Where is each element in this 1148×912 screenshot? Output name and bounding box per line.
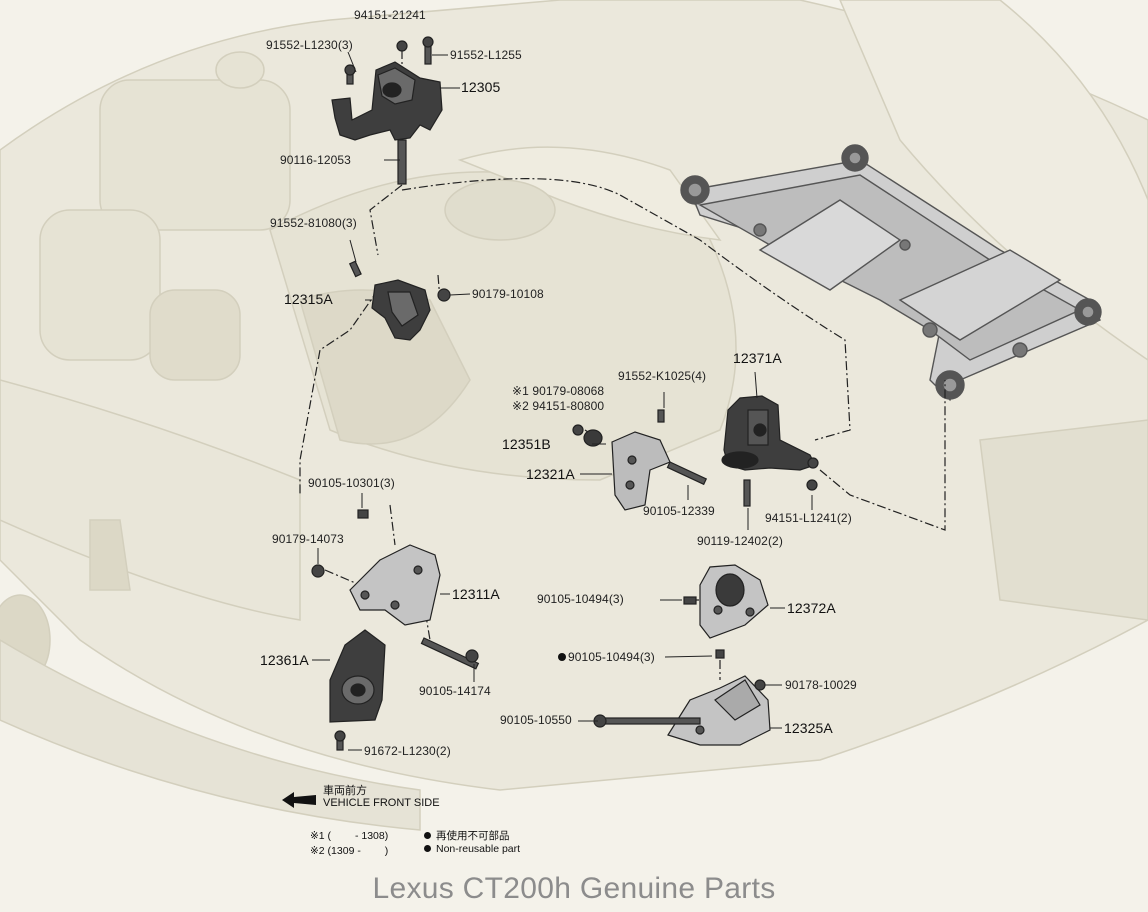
legend-note-1: ※1 ( - 1308) [310, 830, 389, 842]
legend-nonreusable-jp: 再使用不可部品 [424, 828, 510, 843]
mount-12305 [331, 36, 443, 185]
label-91552-L1255: 91552-L1255 [450, 48, 522, 62]
label-90179-08068: ※1 90179-08068 [512, 384, 605, 398]
legend-nonreusable-en-text: Non-reusable part [436, 843, 521, 855]
footer-title: Lexus CT200h Genuine Parts [372, 872, 776, 905]
label-90105-12339: 90105-12339 [643, 504, 715, 518]
direction-label-en: VEHICLE FRONT SIDE [323, 797, 440, 809]
label-90116-12053: 90116-12053 [280, 153, 351, 167]
nonreusable-marker-icon [558, 653, 566, 661]
legend-note-2: ※2 (1309 - ) [310, 845, 389, 857]
label-12311A: 12311A [452, 586, 500, 602]
label-90179-10108: 90179-10108 [472, 287, 544, 301]
label-12321A: 12321A [526, 466, 575, 482]
label-90105-10494-3-b-text: 90105-10494(3) [568, 650, 655, 664]
label-91672-L1230-2: 91672-L1230(2) [364, 744, 451, 758]
label-12325A: 12325A [784, 720, 833, 736]
label-94151-L1241-2: 94151-L1241(2) [765, 511, 852, 525]
bracket-12311A [311, 509, 480, 670]
label-90119-12402-2: 90119-12402(2) [697, 534, 783, 548]
label-90105-10550: 90105-10550 [500, 713, 572, 727]
legend-nonreusable-jp-text: 再使用不可部品 [436, 830, 510, 842]
mount-12315A [348, 260, 451, 341]
label-90179-14073: 90179-14073 [272, 532, 344, 546]
label-90105-10494-3-b: 90105-10494(3) [558, 650, 655, 664]
mount-12372A [683, 564, 769, 639]
label-12361A: 12361A [260, 652, 309, 668]
label-12371A: 12371A [733, 350, 782, 366]
direction-label-jp: 車両前方 [323, 785, 367, 797]
label-94151-80800: ※2 94151-80800 [512, 399, 605, 413]
label-91552-L1230-3: 91552-L1230(3) [266, 38, 353, 52]
mount-12361A [329, 629, 386, 751]
nonreusable-dot-icon [424, 845, 431, 852]
bracket-12321A [572, 409, 708, 511]
label-90178-10029: 90178-10029 [785, 678, 857, 692]
label-12351B: 12351B [502, 436, 551, 452]
nonreusable-dot-icon [424, 832, 431, 839]
label-91552-K1025-4: 91552-K1025(4) [618, 369, 707, 383]
front-direction-arrow-icon [282, 792, 316, 808]
bracket-12325A [593, 649, 771, 746]
label-91552-81080-3: 91552-81080(3) [270, 216, 357, 230]
subframe-crossmember [680, 144, 1102, 402]
label-12315A: 12315A [284, 291, 333, 307]
legend-nonreusable-en: Non-reusable part [424, 843, 520, 855]
label-94151-21241: 94151-21241 [354, 8, 426, 22]
mount-12371A [721, 395, 819, 507]
label-12305: 12305 [461, 79, 501, 95]
label-12372A: 12372A [787, 600, 836, 616]
label-90105-10301-3: 90105-10301(3) [308, 476, 395, 490]
label-90105-10494-3-a: 90105-10494(3) [537, 592, 624, 606]
label-leaders [312, 51, 813, 751]
label-90105-14174: 90105-14174 [419, 684, 491, 698]
engine-bay-background [0, 0, 1148, 831]
